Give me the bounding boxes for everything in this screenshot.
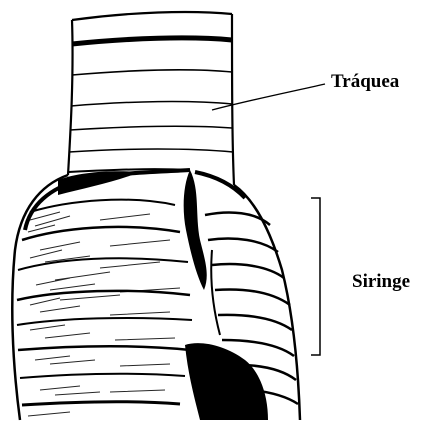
syrinx-membrane [58,170,268,420]
left-bronchus [12,170,192,420]
syrinx-bracket [311,198,320,355]
trachea-label: Tráquea [331,71,399,93]
trachea-leader-line [212,84,325,110]
left-shading [28,212,180,416]
trachea-rings [68,38,233,172]
syrinx-label: Siringe [352,271,410,293]
